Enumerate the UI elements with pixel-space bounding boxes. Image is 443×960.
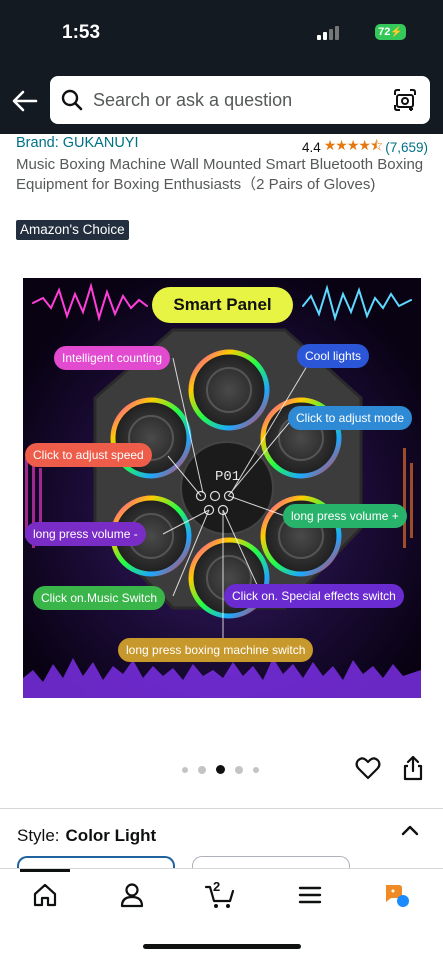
section-divider — [0, 808, 443, 809]
brand-link[interactable]: Brand: GUKANUYI — [16, 135, 139, 151]
menu-icon[interactable] — [296, 881, 324, 909]
panel-display: P01 — [215, 469, 240, 485]
camera-scan-icon[interactable] — [392, 87, 418, 113]
cart-icon — [204, 885, 235, 908]
callout-music-switch: Click on.Music Switch — [33, 586, 166, 610]
carousel-dot[interactable] — [182, 766, 188, 773]
heart-icon[interactable] — [355, 756, 381, 780]
product-title: Music Boxing Machine Wall Mounted Smart … — [16, 156, 424, 193]
search-input[interactable]: Search or ask a question — [93, 90, 293, 110]
search-bar[interactable]: Search or ask a question — [50, 76, 430, 124]
back-arrow-icon[interactable] — [10, 86, 40, 116]
home-indicator — [143, 944, 301, 949]
smart-panel-title: Smart Panel — [152, 287, 293, 323]
callout-adjust-speed: Click to adjust speed — [25, 443, 152, 467]
home-icon[interactable] — [31, 881, 59, 909]
callout-machine-switch: long press boxing machine switch — [118, 638, 314, 662]
star-rating-icon: ★★★★⯪ — [323, 137, 383, 153]
status-time: 1:53 — [62, 22, 101, 43]
rufus-assistant-icon[interactable] — [383, 881, 411, 909]
style-label: Style: — [17, 826, 60, 845]
active-tab-indicator — [20, 869, 70, 872]
rating-summary[interactable]: 4.4 ★★★★⯪ (7,659) — [302, 135, 428, 159]
cart-count: 2 — [213, 879, 221, 894]
style-selector[interactable]: Style: Color Light — [17, 826, 156, 846]
rating-value: 4.4 — [301, 139, 321, 155]
signal-icon — [317, 26, 341, 40]
carousel-dot[interactable] — [235, 765, 243, 774]
battery-icon: 72⚡ — [375, 24, 406, 40]
callout-volume-up: long press volume + — [283, 504, 407, 528]
callout-cool-lights: Cool lights — [297, 344, 370, 368]
rating-count[interactable]: (7,659) — [385, 139, 428, 155]
carousel-dot-active[interactable] — [216, 765, 225, 774]
callout-intelligent-counting: Intelligent counting — [54, 346, 171, 370]
callout-volume-down: long press volume - — [25, 522, 146, 546]
share-icon[interactable] — [402, 755, 424, 781]
product-image[interactable]: P01 Smart Panel Intelligent counting Coo… — [23, 278, 421, 698]
cart-button[interactable]: 2 — [204, 879, 238, 909]
callout-effects-switch: Click on. Special effects switch — [224, 584, 404, 608]
callout-adjust-mode: Click to adjust mode — [288, 406, 413, 430]
account-icon[interactable] — [118, 881, 146, 909]
carousel-dot[interactable] — [198, 765, 206, 774]
product-illustration: P01 — [23, 278, 421, 698]
chevron-up-icon[interactable] — [400, 822, 420, 838]
battery-level: 72 — [378, 26, 391, 38]
amazons-choice-badge[interactable]: Amazon's Choice — [16, 220, 129, 240]
app-header: 1:53 72⚡ Search or ask a question — [0, 0, 443, 134]
search-icon — [61, 89, 83, 111]
style-value: Color Light — [65, 826, 157, 845]
carousel-dot[interactable] — [253, 766, 259, 773]
carousel-indicator — [182, 765, 259, 774]
